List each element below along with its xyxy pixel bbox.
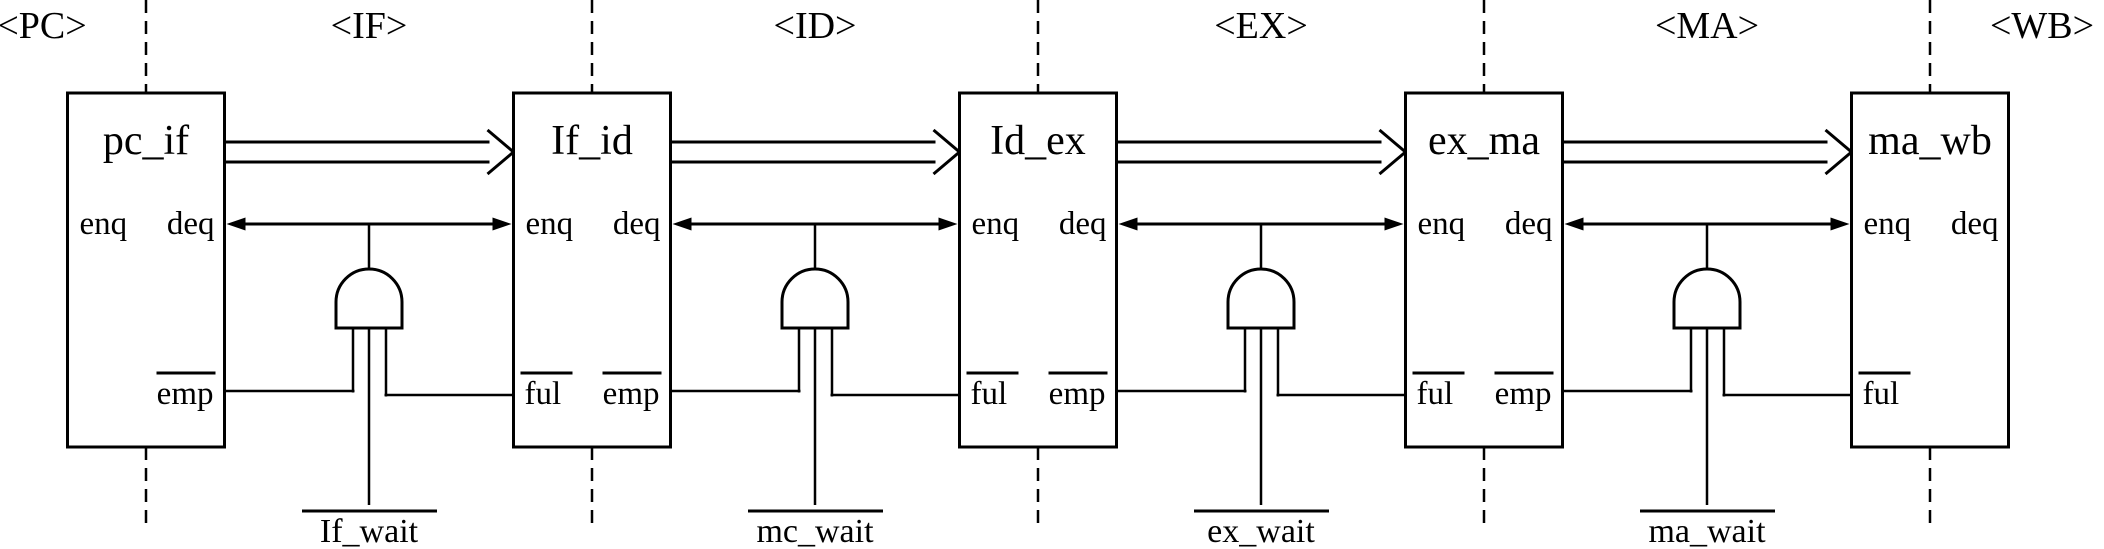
deq-port-label: deq xyxy=(613,206,661,242)
queue-box xyxy=(1850,91,2010,449)
empty-flag-label: emp xyxy=(1049,376,1106,412)
link-If_id-Id_ex: mc_wait xyxy=(670,128,962,549)
queue-title: pc_if xyxy=(103,118,189,164)
handshake-arrowhead-left xyxy=(226,217,246,231)
queue-box-ma_wb: ma_wb enq deq ful xyxy=(1850,91,2010,449)
empty-flag-label: emp xyxy=(603,376,660,412)
link-ex_ma-ma_wb: ma_wait xyxy=(1562,128,1854,549)
full-flag-label: ful xyxy=(971,376,1008,412)
and-gate xyxy=(334,267,404,330)
stage-boundaries xyxy=(144,0,1932,527)
deq-port-label: deq xyxy=(1059,206,1107,242)
full-flag-label: ful xyxy=(1417,376,1454,412)
queue-box-If_id: If_id enq deq ful emp xyxy=(512,91,672,449)
deq-port-label: deq xyxy=(1951,206,1999,242)
wait-signal-label: ma_wait xyxy=(1648,513,1766,549)
wait-signal-label: mc_wait xyxy=(756,513,874,549)
full-flag-label: ful xyxy=(525,376,562,412)
queue-title: ma_wb xyxy=(1868,118,1992,164)
handshake-arrowhead-right xyxy=(1384,217,1404,231)
full-flag-label: ful xyxy=(1863,376,1900,412)
and-gate xyxy=(780,267,850,330)
handshake-arrowhead-left xyxy=(1118,217,1138,231)
and-gate xyxy=(1226,267,1296,330)
deq-port-label: deq xyxy=(167,206,215,242)
stage-label-pc: <PC> xyxy=(0,5,87,47)
handshake-arrowhead-right xyxy=(938,217,958,231)
stage-label-ex: <EX> xyxy=(1214,5,1308,47)
queue-title: ex_ma xyxy=(1428,118,1540,164)
queue-box-ex_ma: ex_ma enq deq ful emp xyxy=(1404,91,1564,449)
queue-title: Id_ex xyxy=(990,118,1086,164)
stage-label-wb: <WB> xyxy=(1990,5,2094,47)
stage-label-ma: <MA> xyxy=(1655,5,1759,47)
stage-label-id: <ID> xyxy=(774,5,857,47)
handshake-arrowhead-right xyxy=(492,217,512,231)
queue-box-pc_if: pc_if enq deq emp xyxy=(66,91,226,449)
queue-box xyxy=(958,91,1118,449)
and-gate xyxy=(1672,267,1742,330)
deq-port-label: deq xyxy=(1505,206,1553,242)
wait-signal-label: If_wait xyxy=(320,513,419,549)
enq-port-label: enq xyxy=(1864,206,1912,242)
enq-port-label: enq xyxy=(1418,206,1466,242)
handshake-arrowhead-right xyxy=(1830,217,1850,231)
empty-flag-label: emp xyxy=(157,376,214,412)
link-pc_if-If_id: If_wait xyxy=(224,128,516,549)
handshake-arrowhead-left xyxy=(1564,217,1584,231)
handshake-arrowhead-left xyxy=(672,217,692,231)
stage-label-if: <IF> xyxy=(331,5,408,47)
enq-port-label: enq xyxy=(972,206,1020,242)
queue-box xyxy=(512,91,672,449)
enq-port-label: enq xyxy=(526,206,574,242)
queue-box-Id_ex: Id_ex enq deq ful emp xyxy=(958,91,1118,449)
empty-flag-label: emp xyxy=(1495,376,1552,412)
wait-signal-label: ex_wait xyxy=(1207,513,1315,549)
link-Id_ex-ex_ma: ex_wait xyxy=(1116,128,1408,549)
queue-box xyxy=(66,91,226,449)
queue-box xyxy=(1404,91,1564,449)
enq-port-label: enq xyxy=(80,206,128,242)
queue-title: If_id xyxy=(551,118,633,164)
